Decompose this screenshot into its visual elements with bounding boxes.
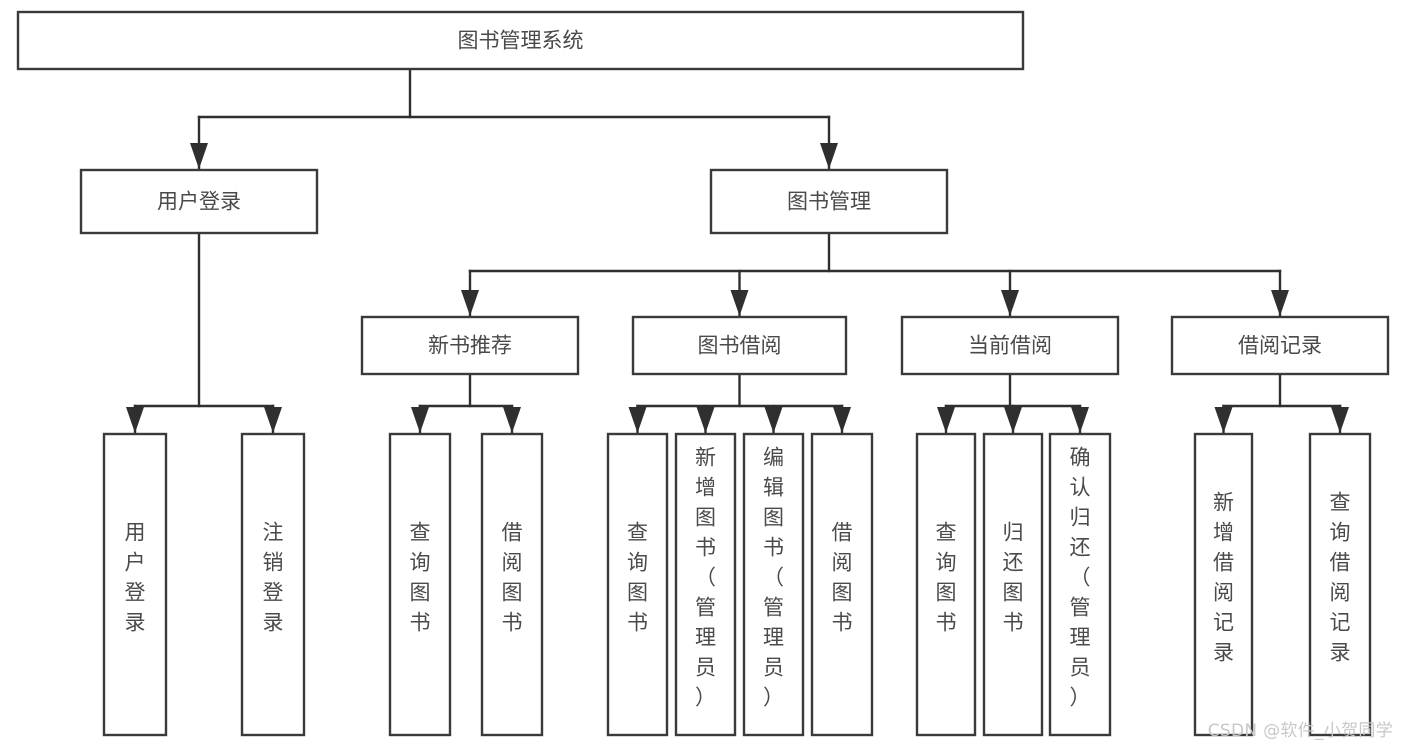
arrow-head-icon — [461, 290, 479, 316]
node-label: 新增图书（管理员） — [695, 446, 716, 710]
node-l2-图书管理[interactable]: 图书管理 — [709, 168, 949, 235]
node-rect — [1193, 432, 1254, 737]
node-leaf-借阅图书[interactable]: 借阅图书 — [480, 432, 544, 737]
node-root-图书管理系统[interactable]: 图书管理系统 — [16, 10, 1025, 71]
node-label: 查询图书 — [936, 521, 957, 635]
node-leaf-借阅图书[interactable]: 借阅图书 — [810, 432, 874, 737]
node-rect — [79, 168, 319, 235]
node-label: 查询图书 — [627, 521, 648, 635]
arrow-head-icon — [628, 407, 647, 433]
node-label: 确认归还（管理员） — [1070, 446, 1091, 710]
node-l3-借阅记录[interactable]: 借阅记录 — [1170, 315, 1390, 376]
node-rect — [674, 432, 737, 737]
node-label: 当前借阅 — [968, 334, 1052, 358]
nodes-layer: 图书管理系统用户登录用户登录注销登录图书管理新书推荐查询图书借阅图书图书借阅查询… — [16, 10, 1390, 737]
arrow-head-icon — [126, 407, 144, 433]
node-leaf-用户登录[interactable]: 用户登录 — [102, 432, 168, 737]
node-leaf-新增图书管理员[interactable]: 新增图书（管理员） — [674, 432, 737, 737]
node-label: 借阅记录 — [1238, 334, 1322, 358]
node-label: 借阅图书 — [502, 521, 523, 635]
node-l3-图书借阅[interactable]: 图书借阅 — [631, 315, 848, 376]
node-leaf-归还图书[interactable]: 归还图书 — [982, 432, 1044, 737]
arrow-head-icon — [833, 407, 851, 433]
node-label: 用户登录 — [125, 521, 146, 635]
node-rect — [16, 10, 1025, 71]
node-leaf-编辑图书管理员[interactable]: 编辑图书（管理员） — [742, 432, 805, 737]
arrow-head-icon — [1004, 407, 1022, 433]
node-label: 新书推荐 — [428, 334, 512, 358]
node-label: 用户登录 — [157, 190, 241, 214]
arrow-head-icon — [190, 143, 208, 169]
node-label: 归还图书 — [1003, 521, 1024, 635]
arrow-head-icon — [1271, 290, 1289, 316]
node-rect — [360, 315, 580, 376]
node-label: 注销登录 — [263, 521, 284, 635]
node-label: 图书借阅 — [698, 334, 782, 358]
node-rect — [900, 315, 1120, 376]
node-rect — [480, 432, 544, 737]
arrow-head-icon — [1331, 407, 1349, 433]
node-rect — [631, 315, 848, 376]
node-leaf-查询图书[interactable]: 查询图书 — [388, 432, 452, 737]
node-leaf-新增借阅记录[interactable]: 新增借阅记录 — [1193, 432, 1254, 737]
arrow-head-icon — [937, 407, 955, 433]
node-rect — [742, 432, 805, 737]
node-rect — [709, 168, 949, 235]
csdn-watermark: CSDN @软件_小贺同学 — [1207, 721, 1393, 741]
node-leaf-确认归还管理员[interactable]: 确认归还（管理员） — [1048, 432, 1112, 737]
node-rect — [915, 432, 977, 737]
node-rect — [240, 432, 306, 737]
node-rect — [1170, 315, 1390, 376]
node-label: 借阅图书 — [832, 521, 853, 635]
node-rect — [810, 432, 874, 737]
arrow-head-icon — [730, 290, 749, 316]
arrow-head-icon — [1071, 407, 1089, 433]
node-l3-当前借阅[interactable]: 当前借阅 — [900, 315, 1120, 376]
node-rect — [982, 432, 1044, 737]
node-leaf-查询图书[interactable]: 查询图书 — [915, 432, 977, 737]
node-rect — [1048, 432, 1112, 737]
node-leaf-查询借阅记录[interactable]: 查询借阅记录 — [1308, 432, 1372, 737]
arrow-head-icon — [411, 407, 429, 433]
node-leaf-查询图书[interactable]: 查询图书 — [606, 432, 669, 737]
node-l2-用户登录[interactable]: 用户登录 — [79, 168, 319, 235]
node-rect — [1308, 432, 1372, 737]
node-label: 查询借阅记录 — [1330, 491, 1351, 665]
node-label: 图书管理 — [787, 190, 871, 214]
node-rect — [388, 432, 452, 737]
node-label: 图书管理系统 — [458, 29, 584, 53]
node-label: 查询图书 — [410, 521, 431, 635]
node-label: 编辑图书（管理员） — [763, 446, 784, 710]
node-rect — [102, 432, 168, 737]
node-label: 新增借阅记录 — [1213, 491, 1234, 665]
node-rect — [606, 432, 669, 737]
arrow-head-icon — [764, 407, 783, 433]
arrow-head-icon — [503, 407, 521, 433]
arrow-head-icon — [1214, 407, 1233, 433]
arrow-head-icon — [820, 143, 838, 169]
node-l3-新书推荐[interactable]: 新书推荐 — [360, 315, 580, 376]
node-leaf-注销登录[interactable]: 注销登录 — [240, 432, 306, 737]
arrow-head-icon — [1001, 290, 1019, 316]
connectors-layer — [126, 67, 1349, 434]
arrow-head-icon — [696, 407, 715, 433]
arrow-head-icon — [264, 407, 282, 433]
